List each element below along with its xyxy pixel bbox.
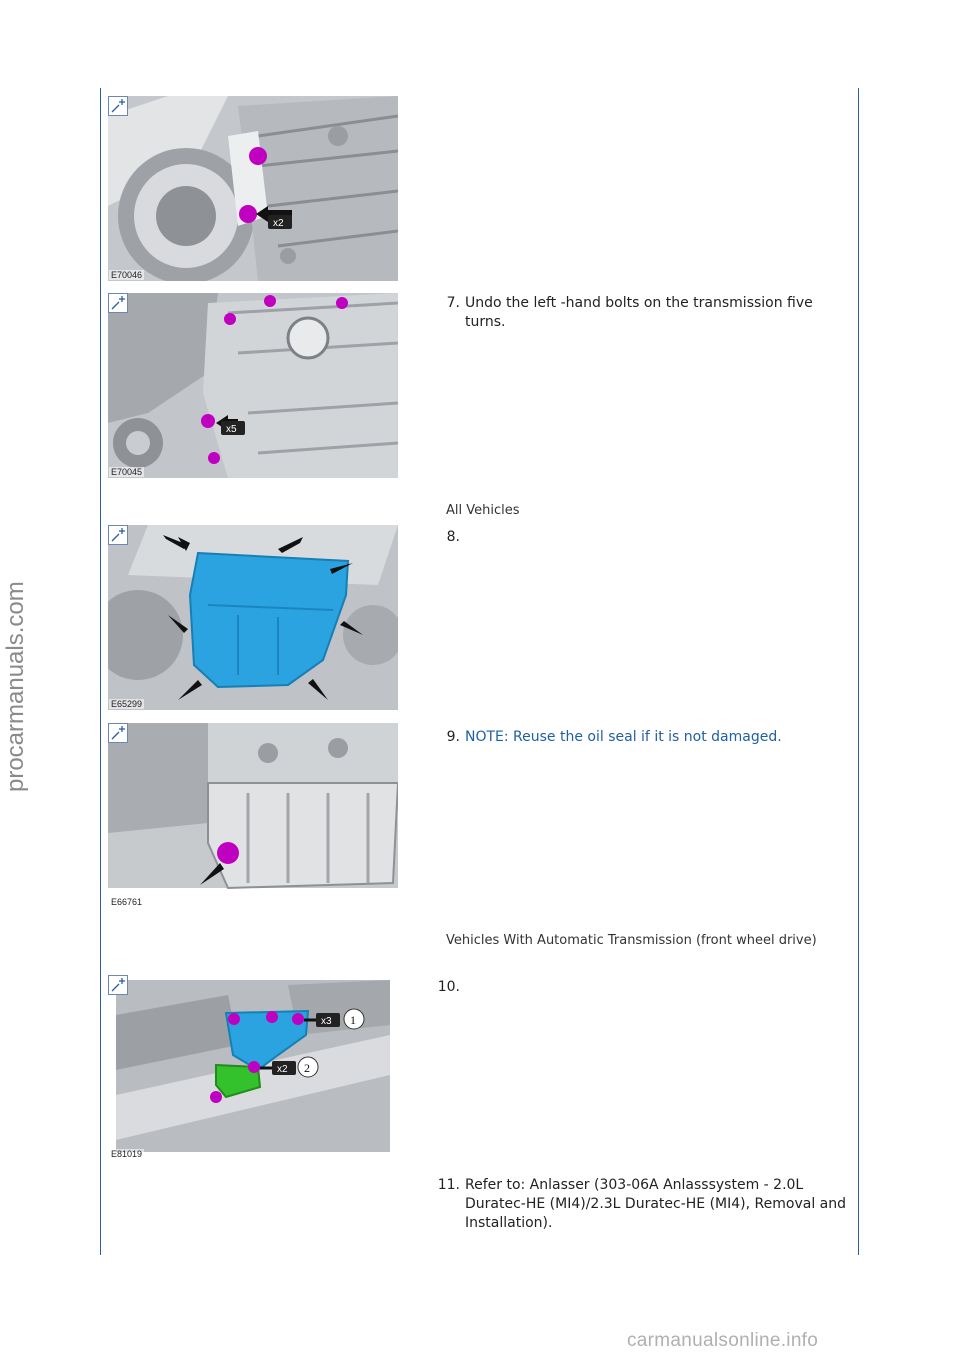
step-number: 7.	[446, 295, 460, 311]
step-number: 9.	[446, 729, 460, 745]
zoom-icon[interactable]	[108, 723, 128, 743]
figure-id: E70045	[109, 467, 145, 477]
step-note: NOTE: Reuse the oil seal if it is not da…	[465, 729, 782, 745]
step-number: 10.	[437, 979, 460, 995]
figure-e66761-illustration	[108, 723, 398, 890]
callout-1: 1	[350, 1013, 356, 1027]
figure-id: E66761	[109, 897, 145, 907]
magnify-icon	[111, 528, 125, 542]
zoom-icon[interactable]	[108, 975, 128, 995]
figure-e70045: x5 E70045	[108, 293, 398, 478]
magnify-icon	[111, 726, 125, 740]
magnify-icon	[111, 296, 125, 310]
condition-all-vehicles: All Vehicles	[446, 503, 520, 518]
callout-x2: x2	[273, 218, 284, 229]
figure-e70046: x2 E70046	[108, 96, 398, 281]
bolt-upper	[249, 147, 267, 165]
figure-e81019-illustration: x3 1 x2 2	[116, 980, 390, 1152]
zoom-icon[interactable]	[108, 96, 128, 116]
magnify-icon	[111, 978, 125, 992]
figure-e65299: E65299	[108, 525, 398, 710]
callout-x5: x5	[226, 424, 237, 435]
magnify-icon	[111, 99, 125, 113]
side-watermark-text: procarmanuals.com	[2, 581, 29, 792]
figure-e70045-illustration: x5	[108, 293, 398, 478]
step-number: 11.	[437, 1177, 460, 1193]
figure-e66761: E66761	[108, 723, 398, 908]
bottom-watermark: carmanualsonline.info	[627, 1330, 819, 1351]
step-text: Undo the left -hand bolts on the transmi…	[465, 295, 813, 330]
figure-id: E65299	[109, 699, 145, 709]
zoom-icon[interactable]	[108, 525, 128, 545]
drain-plug	[217, 842, 239, 864]
step-text: Refer to: Anlasser (303-06A Anlasssystem…	[465, 1177, 846, 1231]
condition-automatic: Vehicles With Automatic Transmission (fr…	[446, 933, 817, 948]
figure-id: E81019	[109, 1149, 145, 1159]
step-number: 8.	[446, 529, 460, 545]
right-margin-rule	[858, 88, 859, 1255]
figure-e70046-illustration: x2	[108, 96, 398, 281]
figure-e65299-illustration	[108, 525, 398, 710]
bolt-lower	[239, 205, 257, 223]
left-margin-rule	[100, 88, 101, 1255]
callout-2: 2	[304, 1061, 310, 1075]
figure-e81019: x3 1 x2 2 E81019	[108, 975, 398, 1160]
callout-x2: x2	[277, 1064, 288, 1075]
callout-x3: x3	[321, 1016, 332, 1027]
figure-id: E70046	[109, 270, 145, 280]
zoom-icon[interactable]	[108, 293, 128, 313]
